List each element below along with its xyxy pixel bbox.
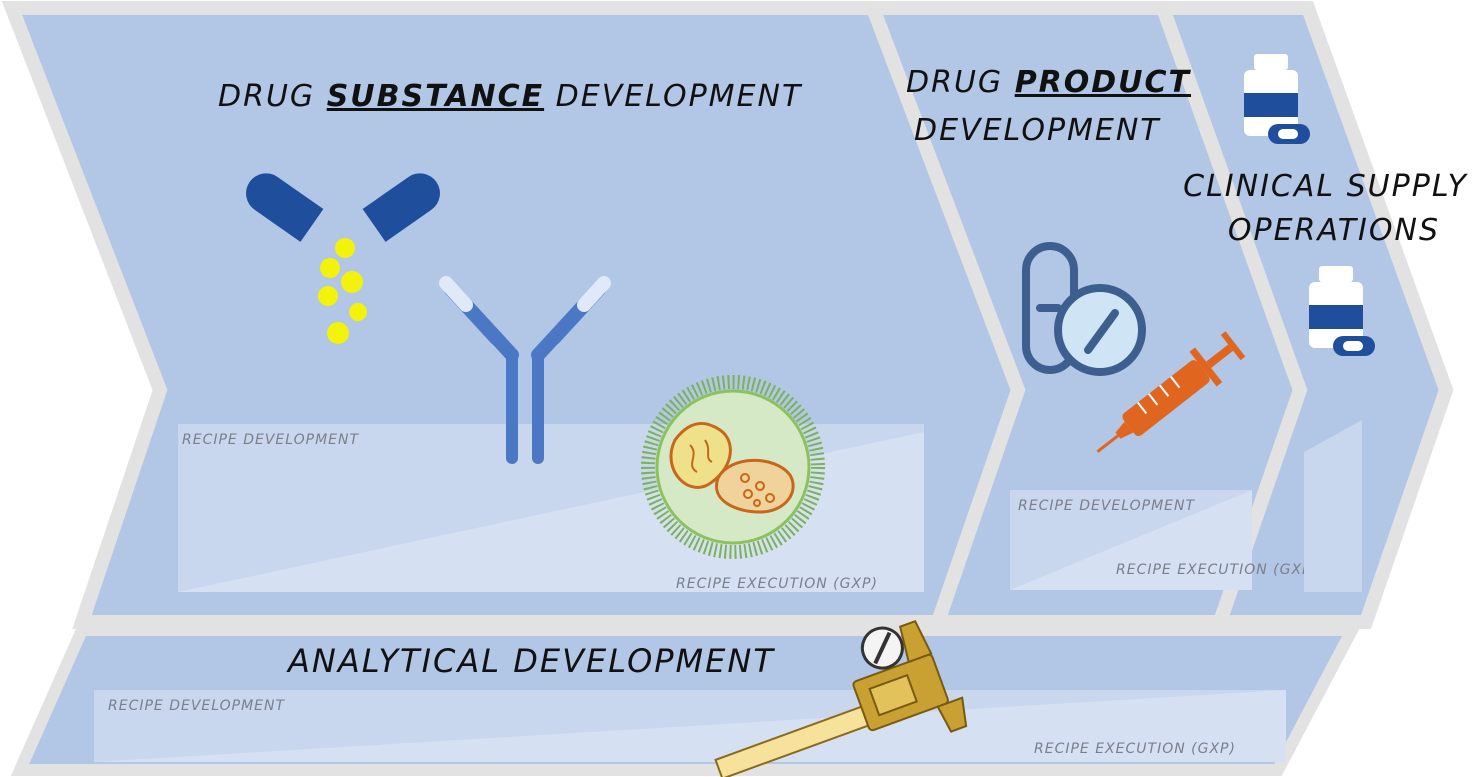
cell-icon bbox=[641, 375, 825, 559]
clinical-supply-chevron bbox=[1153, 0, 1454, 629]
dp-title-line2: DEVELOPMENT bbox=[914, 113, 1161, 148]
an-execution-wedge bbox=[94, 690, 1286, 762]
dp-recipe-execution-label: RECIPE EXECUTION (GXP) bbox=[1116, 562, 1318, 578]
tablet-capsule-icon bbox=[1022, 242, 1146, 376]
dp-execution-wedge bbox=[1010, 490, 1252, 590]
dp-title-emphasis: PRODUCT bbox=[1015, 65, 1192, 100]
medicine-bottle-icon-2 bbox=[1309, 266, 1375, 356]
dp-title-line1: DRUG PRODUCT bbox=[906, 65, 1192, 100]
an-recipe-execution-label: RECIPE EXECUTION (GXP) bbox=[1034, 741, 1236, 757]
medicine-bottle-icon bbox=[1244, 54, 1310, 144]
caliper-icon bbox=[714, 619, 968, 777]
ds-recipe-development-label: RECIPE DEVELOPMENT bbox=[182, 432, 359, 448]
cs-title-line1: CLINICAL SUPPLY bbox=[1183, 169, 1469, 204]
cs-lane bbox=[1304, 420, 1362, 592]
an-recipe-development-label: RECIPE DEVELOPMENT bbox=[108, 698, 285, 714]
ds-title-emphasis: SUBSTANCE bbox=[327, 79, 544, 114]
dp-recipe-development-label: RECIPE DEVELOPMENT bbox=[1018, 498, 1195, 514]
ds-title: DRUG SUBSTANCE DEVELOPMENT bbox=[218, 79, 803, 114]
analytical-title: ANALYTICAL DEVELOPMENT bbox=[286, 642, 775, 680]
antibody-icon bbox=[439, 276, 611, 464]
syringe-icon bbox=[1096, 331, 1246, 453]
ds-recipe-execution-label: RECIPE EXECUTION (GXP) bbox=[676, 576, 878, 592]
cs-title-line2: OPERATIONS bbox=[1228, 213, 1440, 248]
capsule-icon bbox=[246, 173, 440, 344]
